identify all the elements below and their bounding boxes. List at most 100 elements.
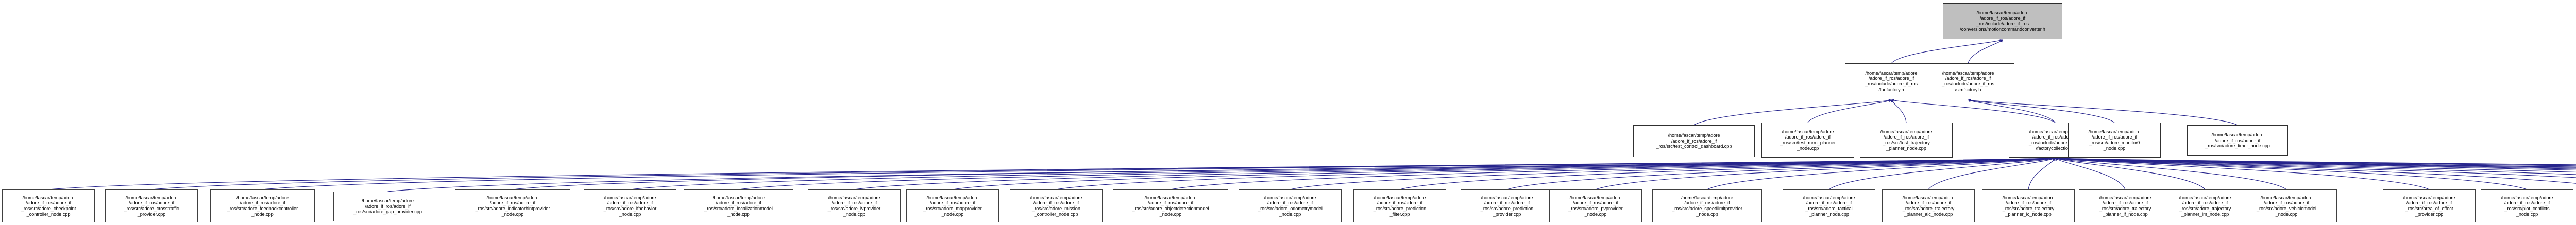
graph-edge (1693, 99, 1892, 126)
graph-node-label: /home/fascar/temp/adore /adore_if_ros/ad… (2029, 129, 2081, 151)
graph-edge (1968, 99, 2056, 123)
graph-edge (512, 157, 2056, 190)
graph-node-label: /home/fascar/temp/adore /adore_if_ros/ad… (227, 195, 298, 217)
graph-node[interactable]: /home/fascar/temp/adore /adore_if_ros/ad… (2481, 189, 2573, 222)
graph-node-label: /home/fascar/temp/adore /adore_if_ros/ad… (1902, 195, 1955, 217)
graph-edge (1891, 99, 1907, 123)
graph-node[interactable]: /home/fascar/temp/adore /adore_if_ros/ad… (2, 189, 95, 222)
graph-node[interactable]: /home/fascar/temp/adore /adore_if_ros/ad… (1982, 189, 2075, 222)
graph-node[interactable]: /home/fascar/temp/adore /adore_if_ros/ad… (1633, 125, 1755, 157)
graph-node[interactable]: /home/fascar/temp/adore /adore_if_ros/ad… (210, 189, 315, 222)
graph-edge (1807, 99, 1892, 123)
graph-node-label: /home/fascar/temp/adore /adore_if_ros/ad… (923, 195, 982, 217)
graph-edge (1707, 157, 2056, 190)
graph-node[interactable]: /home/fascar/temp/adore /adore_if_ros/ad… (1922, 63, 2014, 99)
graph-node-label: /home/fascar/temp/adore /adore_if_ros/ad… (2099, 195, 2151, 217)
graph-node-root[interactable]: /home/fascar/temp/adore /adore_if_ros/ad… (1943, 3, 2062, 39)
graph-node[interactable]: /home/fascar/temp/adore /adore_if_ros/ad… (1652, 189, 1762, 222)
graph-edge (2055, 157, 2576, 166)
graph-edge (1828, 157, 2056, 190)
graph-edge (2028, 158, 2056, 190)
graph-node[interactable]: /home/fascar/temp/adore /adore_if_ros/ad… (333, 192, 442, 221)
graph-node-label: /home/fascar/temp/adore /adore_if_ros/ad… (2179, 195, 2231, 217)
graph-node[interactable]: /home/fascar/temp/adore /adore_if_ros/ad… (1860, 123, 1953, 158)
graph-edge (1891, 39, 2003, 64)
graph-edge (1170, 157, 2056, 190)
graph-node-label: /home/fascar/temp/adore /adore_if_ros/ad… (1030, 195, 1082, 217)
graph-edge (2055, 157, 2430, 190)
graph-edge (2055, 157, 2576, 168)
graph-node-label: /home/fascar/temp/adore /adore_if_ros/ad… (21, 195, 76, 217)
graph-node-label: /home/fascar/temp/adore /adore_if_ros/ad… (1780, 129, 1836, 151)
graph-node-label: /home/fascar/temp/adore /adore_if_ros/ad… (1480, 195, 1534, 217)
graph-edge (2055, 157, 2528, 190)
graph-node[interactable]: /home/fascar/temp/adore /adore_if_ros/ad… (2187, 125, 2288, 156)
graph-edge (2055, 157, 2576, 167)
graph-node-label: /home/fascar/temp/adore /adore_if_ros/ad… (1373, 195, 1427, 217)
graph-node-label: /home/fascar/temp/adore /adore_if_ros/ad… (1258, 195, 1323, 217)
graph-node-label: /home/fascar/temp/adore /adore_if_ros/ad… (1656, 133, 1732, 149)
graph-node-label: /home/fascar/temp/adore /adore_if_ros/ad… (827, 195, 881, 217)
graph-node-label: /home/fascar/temp/adore /adore_if_ros/ad… (2205, 132, 2270, 149)
graph-node-label: /home/fascar/temp/adore /adore_if_ros/ad… (124, 195, 179, 217)
graph-node-label: /home/fascar/temp/adore /adore_if_ros/ad… (2256, 195, 2317, 217)
graph-node[interactable]: /home/fascar/temp/adore /adore_if_ros/ad… (1010, 189, 1103, 222)
graph-node-label: /home/fascar/temp/adore /adore_if_ros/ad… (1960, 10, 2045, 32)
graph-edge (1968, 99, 2115, 123)
graph-node[interactable]: /home/fascar/temp/adore /adore_if_ros/ad… (2383, 189, 2476, 222)
graph-node-label: /home/fascar/temp/adore /adore_if_ros/ad… (1865, 70, 1918, 92)
graph-node-label: /home/fascar/temp/adore /adore_if_ros/ad… (603, 195, 657, 217)
graph-edge (2055, 157, 2576, 165)
graph-edge (2055, 157, 2576, 184)
graph-edge (387, 157, 2056, 192)
graph-node[interactable]: /home/fascar/temp/adore /adore_if_ros/ad… (1461, 189, 1553, 222)
graph-edge (1891, 99, 2056, 123)
graph-node[interactable]: /home/fascar/temp/adore /adore_if_ros/ad… (1761, 123, 1854, 158)
graph-node[interactable]: /home/fascar/temp/adore /adore_if_ros/ad… (808, 189, 901, 222)
graph-node[interactable]: /home/fascar/temp/adore /adore_if_ros/ad… (1113, 189, 1228, 222)
graph-edge (2055, 157, 2576, 165)
graph-node[interactable]: /home/fascar/temp/adore /adore_if_ros/ad… (2236, 189, 2337, 222)
graph-edge (2055, 157, 2576, 175)
graph-node-label: /home/fascar/temp/adore /adore_if_ros/ad… (2002, 195, 2055, 217)
graph-node[interactable]: /home/fascar/temp/adore /adore_if_ros/ad… (1353, 189, 1446, 222)
graph-node[interactable]: /home/fascar/temp/adore /adore_if_ros/ad… (584, 189, 676, 222)
graph-node-label: /home/fascar/temp/adore /adore_if_ros/ad… (2088, 129, 2141, 151)
graph-node-label: /home/fascar/temp/adore /adore_if_ros/ad… (1880, 129, 1933, 151)
graph-node[interactable]: /home/fascar/temp/adore /adore_if_ros/ad… (684, 189, 793, 222)
graph-edge (2055, 157, 2576, 166)
graph-edge (1056, 157, 2056, 190)
graph-node-label: /home/fascar/temp/adore /adore_if_ros/ad… (2501, 195, 2553, 217)
graph-node-label: /home/fascar/temp/adore /adore_if_ros/ad… (475, 195, 550, 217)
graph-node-label: /home/fascar/temp/adore /adore_if_ros/ad… (704, 195, 773, 217)
graph-edge (1928, 158, 2056, 190)
graph-node[interactable]: /home/fascar/temp/adore /adore_if_ros/ad… (105, 189, 198, 222)
graph-edge (262, 157, 2056, 190)
graph-edge (2055, 157, 2576, 167)
graph-node[interactable]: /home/fascar/temp/adore /adore_if_ros/ad… (455, 189, 570, 222)
graph-node-label: /home/fascar/temp/adore /adore_if_ros/ad… (1942, 70, 1994, 92)
graph-edge (2055, 157, 2287, 190)
graph-node-label: /home/fascar/temp/adore /adore_if_ros/ad… (2403, 195, 2455, 217)
graph-node-label: /home/fascar/temp/adore /adore_if_ros/ad… (353, 198, 422, 215)
graph-node[interactable]: /home/fascar/temp/adore /adore_if_ros/ad… (2079, 189, 2172, 222)
graph-edge (952, 157, 2056, 190)
graph-node[interactable]: /home/fascar/temp/adore /adore_if_ros/ad… (1549, 189, 1642, 222)
graph-edge (630, 157, 2056, 190)
graph-node[interactable]: /home/fascar/temp/adore /adore_if_ros/ad… (1239, 189, 1342, 222)
graph-edge (151, 157, 2056, 190)
graph-node[interactable]: /home/fascar/temp/adore /adore_if_ros/ad… (1783, 189, 1875, 222)
graph-edge (1290, 157, 2056, 190)
graph-node[interactable]: /home/fascar/temp/adore /adore_if_ros/ad… (1882, 189, 1975, 222)
graph-edge (2055, 157, 2576, 169)
graph-node[interactable]: /home/fascar/temp/adore /adore_if_ros/ad… (906, 189, 999, 222)
graph-edge (1968, 99, 2238, 126)
graph-node[interactable]: /home/fascar/temp/adore /adore_if_ros/ad… (2068, 123, 2161, 158)
graph-edge (2055, 157, 2576, 170)
graph-edge (1968, 39, 2003, 64)
graph-edge (2055, 158, 2206, 190)
graph-edge (1506, 157, 2056, 190)
graph-edge (48, 157, 2056, 190)
graph-edge (2055, 157, 2576, 178)
